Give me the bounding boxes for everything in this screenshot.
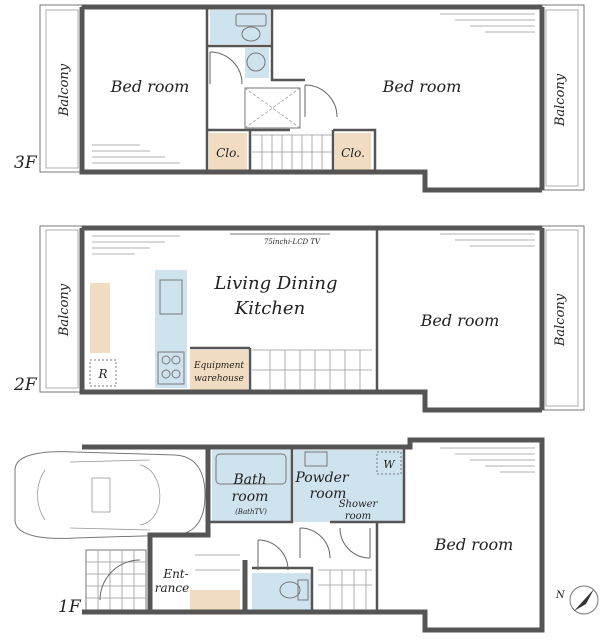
compass: N <box>555 585 599 615</box>
washer <box>376 451 402 475</box>
floor-3f: 3F Bed room Bed room Balcony Balcony Clo… <box>14 4 585 193</box>
room-label-balcony-3f-right: Balcony <box>553 73 568 127</box>
door-1f-powder <box>299 527 331 559</box>
bathtub <box>215 453 287 485</box>
closet-3f-left <box>209 133 247 171</box>
room-label-bedroom-2f: Bed room <box>420 311 500 330</box>
room-label-entrance-line2: rance <box>155 581 189 595</box>
powder-room <box>294 450 404 522</box>
room-label-entrance-line1: Ent- <box>162 567 188 581</box>
stairs-1f <box>318 569 372 610</box>
powder-sink <box>304 451 328 467</box>
dining-counter <box>90 283 110 353</box>
floor-label-2f: 2F <box>13 375 38 395</box>
room-label-closet-3f-right: Clo. <box>341 146 365 160</box>
equipment-warehouse <box>190 350 248 390</box>
car-icon <box>14 451 206 539</box>
compass-north-label: N <box>555 590 566 601</box>
skylight-3f <box>244 87 301 129</box>
washer-label: W <box>383 458 396 471</box>
room-label-balcony-3f-left: Balcony <box>57 63 72 117</box>
room-label-balcony-2f-left: Balcony <box>57 283 72 337</box>
tv-note: 75inchi-LCD TV <box>264 238 321 246</box>
room-label-powder-line2: room <box>310 486 347 502</box>
sink-icon <box>159 279 183 315</box>
room-label-bedroom-3f-left: Bed room <box>110 77 190 96</box>
door-3f-bedroom <box>304 84 338 118</box>
shoe-storage <box>190 590 240 610</box>
room-label-ldk-line2: Kitchen <box>234 298 305 319</box>
toilet-1f-icon <box>279 581 301 599</box>
room-label-shower-line2: room <box>345 511 371 522</box>
stairs-2f <box>252 349 372 390</box>
floor-label-3f: 3F <box>14 153 38 173</box>
toilet-icon <box>235 13 267 72</box>
room-label-equipment-line1: Equipment <box>193 361 244 371</box>
room-label-bath-line1: Bath <box>232 472 266 488</box>
room-label-bedroom-3f-right: Bed room <box>382 77 462 96</box>
room-label-balcony-2f-right: Balcony <box>553 293 568 347</box>
floor-label-1f: 1F <box>58 597 82 617</box>
stairs-3f <box>252 134 332 170</box>
closet-3f-right <box>335 133 371 171</box>
floor-2f: 2F Living Dining Kitchen 75inchi-LCD TV … <box>13 225 585 413</box>
refrigerator-label: R <box>97 367 107 381</box>
bathroom <box>212 450 292 522</box>
door-3f-wc <box>209 51 243 85</box>
refrigerator <box>89 359 117 387</box>
door-1f-shower <box>339 527 371 559</box>
room-label-bath-line2: room <box>232 489 269 505</box>
toilet-1f <box>252 573 312 611</box>
room-label-powder-line1: Powder <box>294 470 350 486</box>
floor-1f: 1F Bath room (BathTV) Powder room Shower… <box>14 437 545 633</box>
bath-tv-note: (BathTV) <box>235 508 267 516</box>
toilet-3f <box>210 10 270 44</box>
room-label-ldk-line1: Living Dining <box>213 273 337 294</box>
room-label-equipment-line2: warehouse <box>194 374 244 384</box>
door-1f-hall <box>257 539 289 571</box>
room-label-closet-3f-left: Clo. <box>216 146 240 160</box>
room-label-bedroom-1f: Bed room <box>434 535 514 554</box>
door-1f-entrance <box>99 559 141 601</box>
stove-icon <box>157 351 185 385</box>
room-label-shower-line1: Shower <box>339 499 379 510</box>
entrance-tiles <box>85 549 240 611</box>
